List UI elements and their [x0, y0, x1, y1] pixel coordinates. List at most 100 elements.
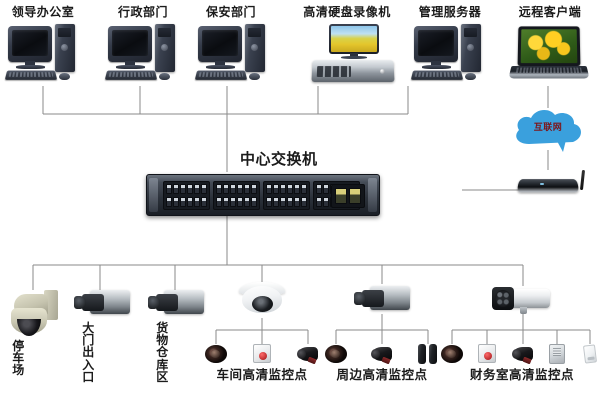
label-top-device-0: 领导办公室: [11, 5, 75, 19]
label-top-device-5: 远程客户端: [518, 5, 582, 19]
keypad-icon: [546, 344, 568, 364]
device-desktop-pc-admin-department[interactable]: [104, 24, 180, 86]
camera-mount: [520, 307, 527, 314]
siren-icon: [297, 345, 319, 365]
monitor-neck: [25, 61, 35, 66]
monitor-base: [422, 65, 451, 69]
port-bank-1: [163, 181, 210, 210]
label-monitor-group-workshop: 车间高清监控点: [216, 367, 308, 382]
wallpaper-image: [520, 29, 578, 64]
screen-icon: [12, 30, 48, 56]
port-bank-3: [263, 181, 310, 210]
port-row: [266, 197, 307, 207]
label-monitor-group-finance: 财务室高清监控点: [469, 367, 574, 382]
monitor-icon: [414, 26, 458, 62]
rack-dvr-icon: [311, 60, 395, 83]
monitor-base: [16, 65, 45, 69]
label-top-device-4: 管理服务器: [418, 5, 482, 19]
camera-box-perimeter[interactable]: [354, 284, 410, 316]
port-row: [266, 184, 307, 194]
device-hd-dvr[interactable]: [311, 24, 396, 86]
lens-icon: [354, 292, 366, 305]
siren-icon: [512, 345, 534, 365]
lens-barrel: [362, 290, 384, 307]
mouse-icon: [465, 73, 476, 80]
monitor-icon: [8, 26, 52, 62]
siren-icon: [371, 345, 393, 365]
alarm-panel-icon: [251, 344, 273, 364]
label-center-switch: 中心交换机: [240, 150, 318, 168]
screen-icon: [202, 30, 238, 56]
uplink-sfp-ports: [331, 184, 365, 208]
device-desktop-pc-leadership-office[interactable]: [4, 24, 80, 86]
keyboard-icon: [410, 70, 464, 80]
camera-box-main-gate[interactable]: [74, 288, 130, 320]
camera-dome-workshop[interactable]: [239, 282, 285, 316]
laptop-screen-icon: [517, 26, 581, 67]
label-camera-main-gate: 大门出入口: [82, 321, 95, 384]
mouse-icon: [159, 73, 170, 80]
alarm-panel-icon: [476, 344, 498, 364]
lens-barrel: [82, 294, 104, 311]
speaker-icon: [325, 344, 347, 364]
router-body: [516, 179, 580, 193]
router-led-icon: [540, 183, 544, 185]
internet-cloud-icon: 互联网: [509, 104, 587, 154]
device-remote-client-laptop[interactable]: [508, 26, 590, 82]
ptz-dome-lens: [17, 319, 41, 336]
port-row: [216, 184, 257, 194]
lens-icon: [148, 296, 160, 309]
speaker-icon: [205, 344, 227, 364]
computer-tower-icon: [55, 24, 75, 72]
keyboard-icon: [4, 70, 58, 80]
monitor-neck: [215, 61, 225, 66]
device-desktop-pc-security-department[interactable]: [194, 24, 270, 86]
mouse-icon: [249, 73, 260, 80]
widescreen-monitor-icon: [329, 24, 379, 54]
server-tower-icon: [461, 24, 481, 72]
keyboard-icon: [104, 70, 158, 80]
monitor-base: [206, 65, 235, 69]
screen-icon: [418, 30, 454, 56]
monitor-neck: [431, 61, 441, 66]
port-bank-2: [213, 181, 260, 210]
monitor-neck: [125, 61, 135, 66]
cloud-shape: [516, 109, 581, 152]
camera-body: [502, 289, 550, 308]
camera-bullet-finance[interactable]: [492, 286, 554, 314]
monitor-icon: [198, 26, 242, 62]
port-row: [166, 197, 207, 207]
label-monitor-group-perimeter: 周边高清监控点: [336, 367, 428, 382]
rack-ear-right: [368, 178, 377, 212]
internet-label: 互联网: [533, 123, 563, 133]
ir-led-array-icon: [492, 287, 514, 310]
monitor-base: [116, 65, 145, 69]
screen-icon: [112, 30, 148, 56]
label-top-device-3: 高清硬盘录像机: [303, 5, 391, 19]
camera-ptz-parking-lot[interactable]: [8, 288, 60, 342]
monitor-base: [341, 56, 367, 59]
mouse-icon: [59, 73, 70, 80]
label-camera-warehouse: 货物仓库区: [156, 321, 169, 384]
label-camera-parking-lot: 停车场: [12, 339, 25, 378]
device-management-server[interactable]: [410, 24, 486, 86]
computer-tower-icon: [155, 24, 175, 72]
rack-ear-left: [149, 178, 158, 212]
speaker-icon: [441, 344, 463, 364]
lens-icon: [74, 296, 86, 309]
monitor-icon: [108, 26, 152, 62]
beam-sensor-icon: [417, 344, 439, 364]
device-wireless-router[interactable]: [516, 169, 586, 196]
laptop-keyboard-icon: [508, 65, 590, 79]
camera-box-warehouse[interactable]: [148, 288, 204, 320]
lens-barrel: [156, 294, 178, 311]
computer-tower-icon: [245, 24, 265, 72]
antenna-icon: [579, 169, 586, 191]
label-top-device-2: 保安部门: [205, 5, 256, 19]
label-top-device-1: 行政部门: [117, 5, 168, 19]
keyboard-icon: [194, 70, 248, 80]
port-row: [166, 184, 207, 194]
device-central-switch[interactable]: [146, 174, 380, 216]
port-row: [216, 197, 257, 207]
